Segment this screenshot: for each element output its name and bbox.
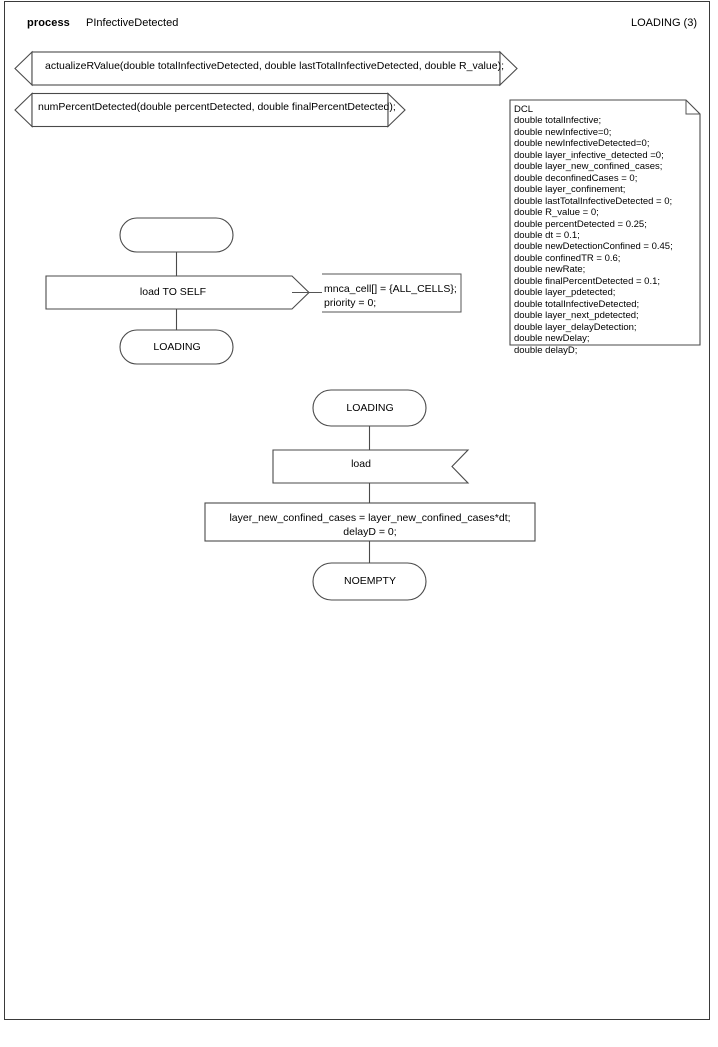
header-page-label: LOADING (3) — [630, 17, 697, 29]
state-label-loading-lower: LOADING — [346, 402, 394, 414]
declaration-text: DCL double totalInfective; double newInf… — [514, 104, 673, 356]
input-signal-label: load — [351, 458, 371, 470]
task-label: layer_new_confined_cases = layer_new_con… — [229, 512, 511, 538]
header-process-name: PInfectiveDetected — [86, 17, 179, 29]
comment-text: mnca_cell[] = {ALL_CELLS}; priority = 0; — [324, 283, 457, 309]
state-label-noempty: NOEMPTY — [344, 575, 396, 587]
state-label-loading-upper: LOADING — [153, 341, 201, 353]
procedure-call-1-label: actualizeRValue(double totalInfectiveDet… — [45, 60, 504, 72]
header-process-keyword: process — [27, 17, 70, 29]
procedure-call-2-label: numPercentDetected(double percentDetecte… — [38, 101, 396, 113]
output-signal-label: load TO SELF — [139, 286, 207, 298]
